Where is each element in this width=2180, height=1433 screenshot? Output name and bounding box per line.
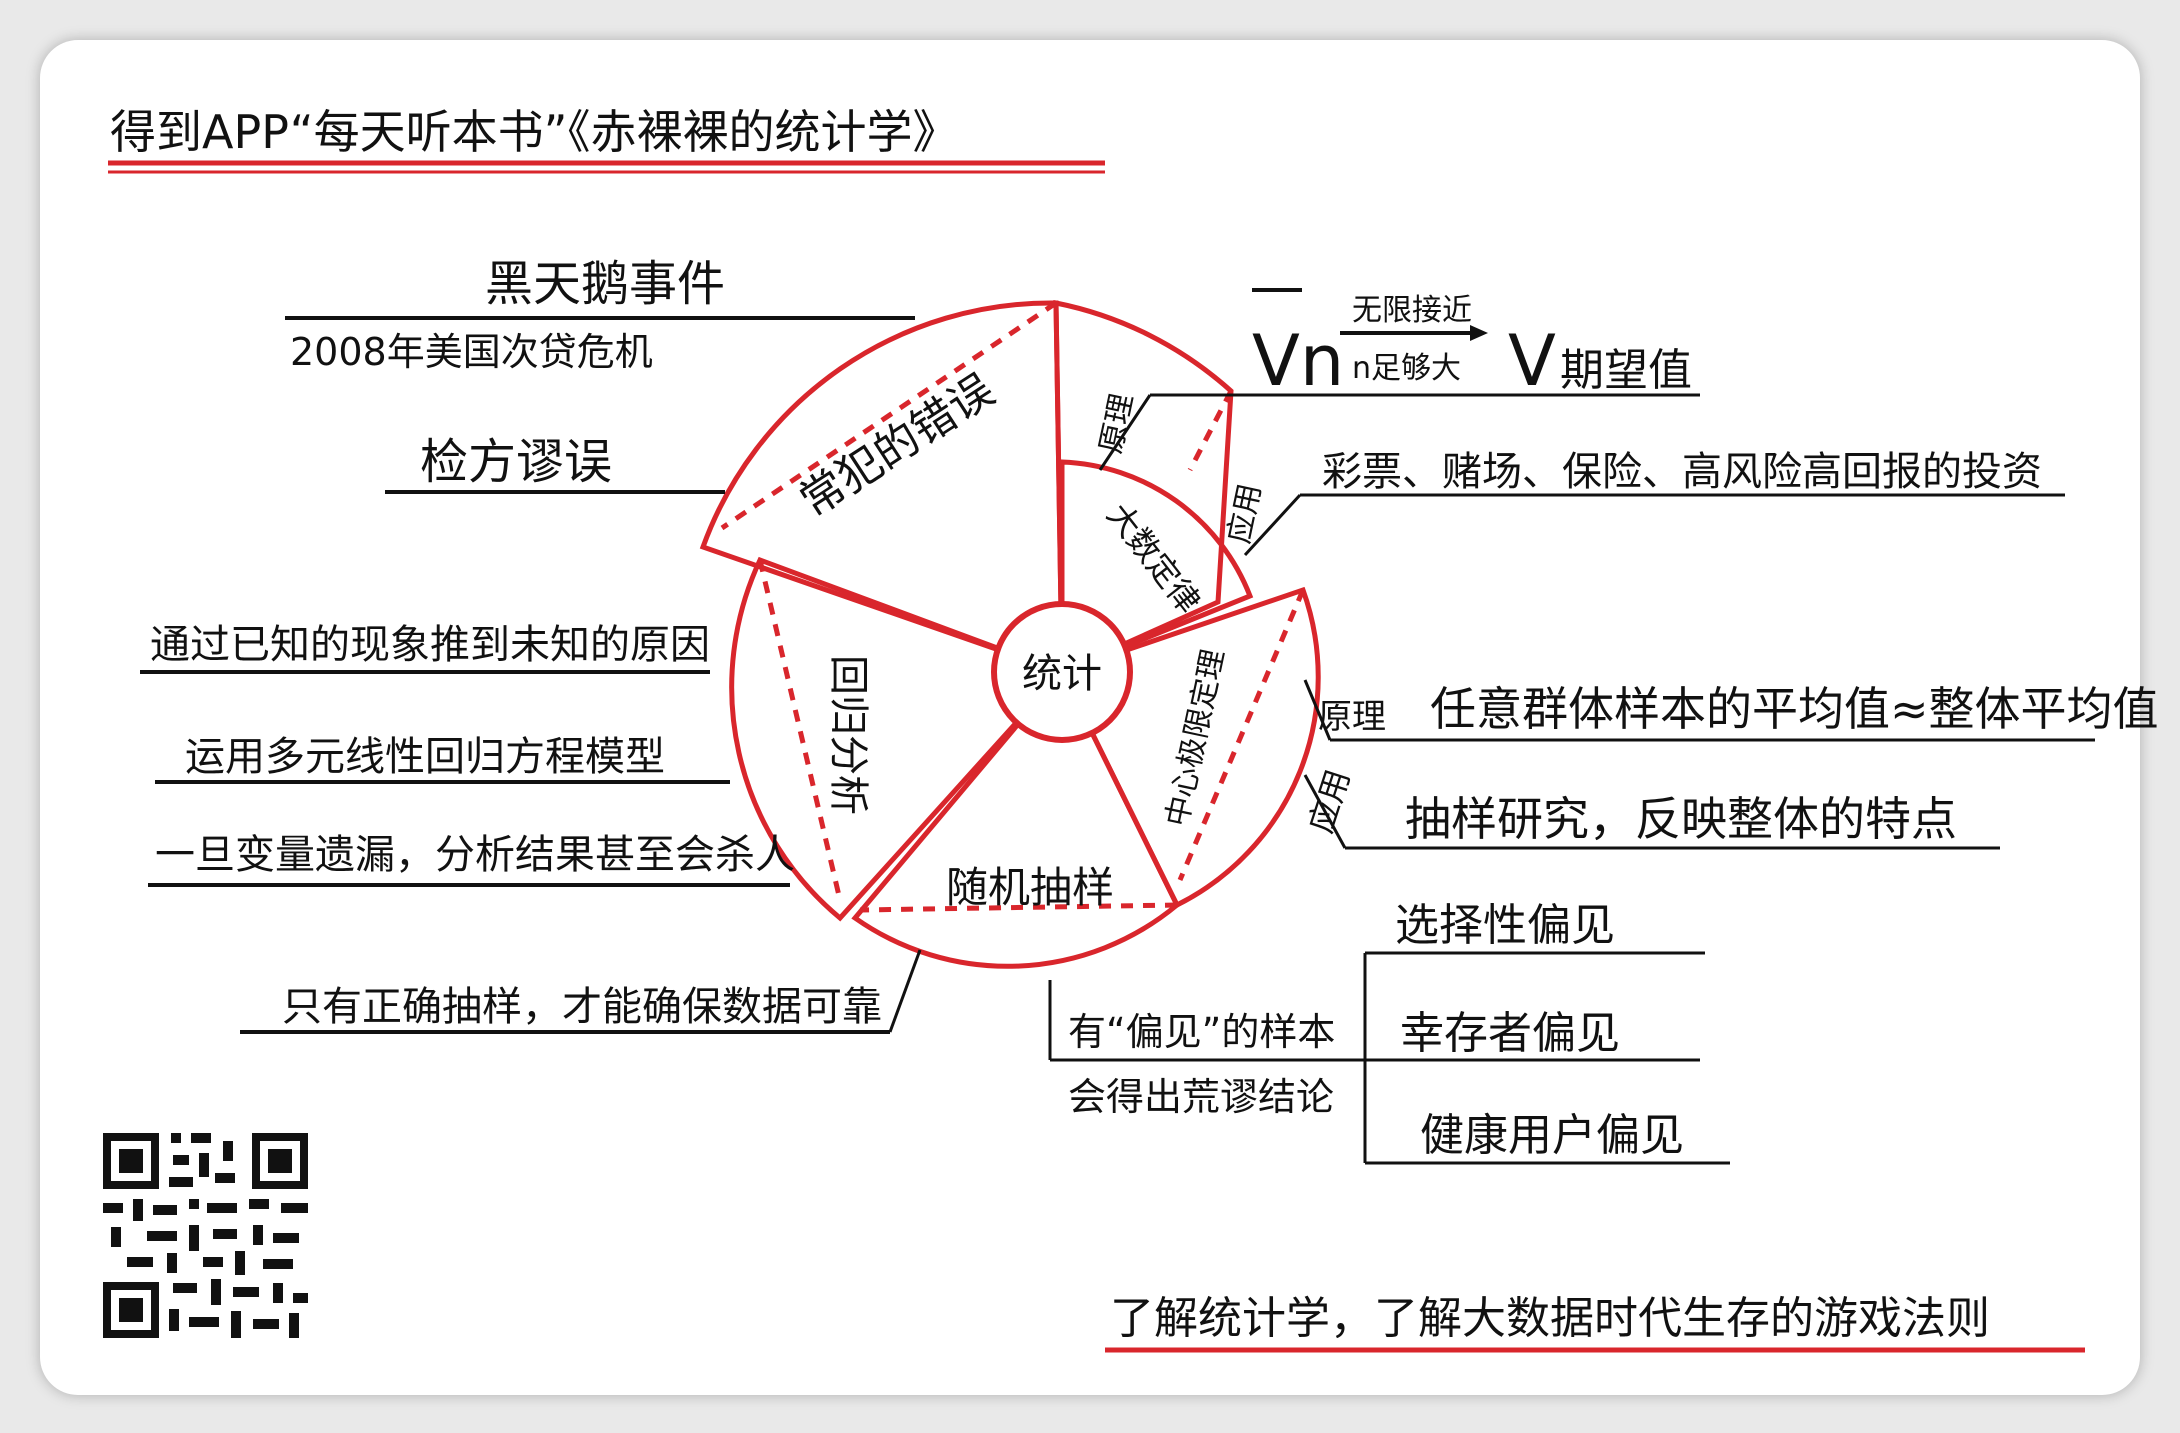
branch-regression: 通过已知的现象推到未知的原因 运用多元线性回归方程模型 一旦变量遗漏，分析结果甚… [140,622,795,887]
footer-tagline: 了解统计学，了解大数据时代生存的游戏法则 [1110,1293,1990,1344]
center-circle [991,601,1133,743]
clt-application-tag: 应用 [1301,765,1357,838]
segment-label-random-sampling: 随机抽样 [946,863,1114,912]
formula-right-label: 期望值 [1560,345,1692,396]
formula-left: Vn [1252,320,1344,402]
dashed-divider-limit [1177,589,1306,881]
clt-principle-text: 任意群体样本的平均值≈整体平均值 [1430,682,2159,736]
regression-item3: 一旦变量遗漏，分析结果甚至会杀人 [155,832,795,878]
clt-principle-connector [1303,679,1332,741]
clt-application-connector [1303,774,1347,849]
common-errors-item1-sub: 2008年美国次贷危机 [290,330,653,374]
sampling-item1: 只有正确抽样，才能确保数据可靠 [282,984,882,1030]
branch-central-limit: 原理 任意群体样本的平均值≈整体平均值 应用 抽样研究，反映整体的特点 [1301,679,2159,850]
segment-label-central-limit: 中心极限定理 [1160,646,1232,829]
dashed-divider-regression [757,559,843,901]
sector-common-errors [699,300,1065,676]
formula-arrow-head [1470,325,1488,341]
biased-line1: 有“偏见”的样本 [1068,1010,1335,1054]
center-label: 统计 [1022,651,1102,697]
clt-application-text: 抽样研究，反映整体的特点 [1405,792,1957,846]
dashed-divider-law [1187,389,1234,472]
clt-principle-tag: 原理 [1318,697,1386,737]
segment-label-common-errors: 常犯的错误 [791,365,1003,528]
sector-common-errors-tip [1053,299,1234,676]
bias2: 幸存者偏见 [1400,1008,1620,1059]
sampling-connector-left [888,949,922,1033]
law-principle-connector [1098,394,1152,471]
common-errors-item1: 黑天鹅事件 [485,256,725,312]
biased-line2: 会得出荒谬结论 [1068,1075,1334,1119]
regression-item1: 通过已知的现象推到未知的原因 [150,622,710,668]
sector-law-large-numbers [1059,459,1254,676]
sector-random-sampling [851,667,1181,969]
branch-common-errors: 黑天鹅事件 2008年美国次贷危机 检方谬误 [285,256,915,494]
bias1: 选择性偏见 [1395,900,1615,951]
law-application-text: 彩票、赌场、保险、高风险高回报的投资 [1322,449,2042,495]
sector-central-limit [1058,586,1321,909]
formula-arrow-bottom: n足够大 [1352,351,1461,386]
regression-item2: 运用多元线性回归方程模型 [185,734,665,780]
dashed-divider-errors [720,300,1058,531]
sector-regression [729,556,1067,922]
header-title: 得到APP“每天听本书”《赤裸裸的统计学》 [110,105,958,159]
branch-random-sampling: 只有正确抽样，才能确保数据可靠 有“偏见”的样本 会得出荒谬结论 选择性偏见 幸… [240,900,1730,1165]
law-application-connector [1243,493,1302,557]
radial-wheel [699,299,1321,969]
dashed-divider-sampling [859,902,1178,913]
common-errors-item2: 检方谬误 [420,434,612,490]
formula-arrow-top: 无限接近 [1352,293,1472,328]
branch-law-large-numbers: 原理 Vn 无限接近 n足够大 V 期望值 应用 彩票、赌场、保险、高风险高回报… [1094,288,2065,557]
qr-code-icon [103,1133,308,1338]
segment-label-regression: 回归分析 [825,655,871,815]
bias3: 健康用户偏见 [1420,1110,1684,1161]
formula-right: V [1508,320,1556,402]
